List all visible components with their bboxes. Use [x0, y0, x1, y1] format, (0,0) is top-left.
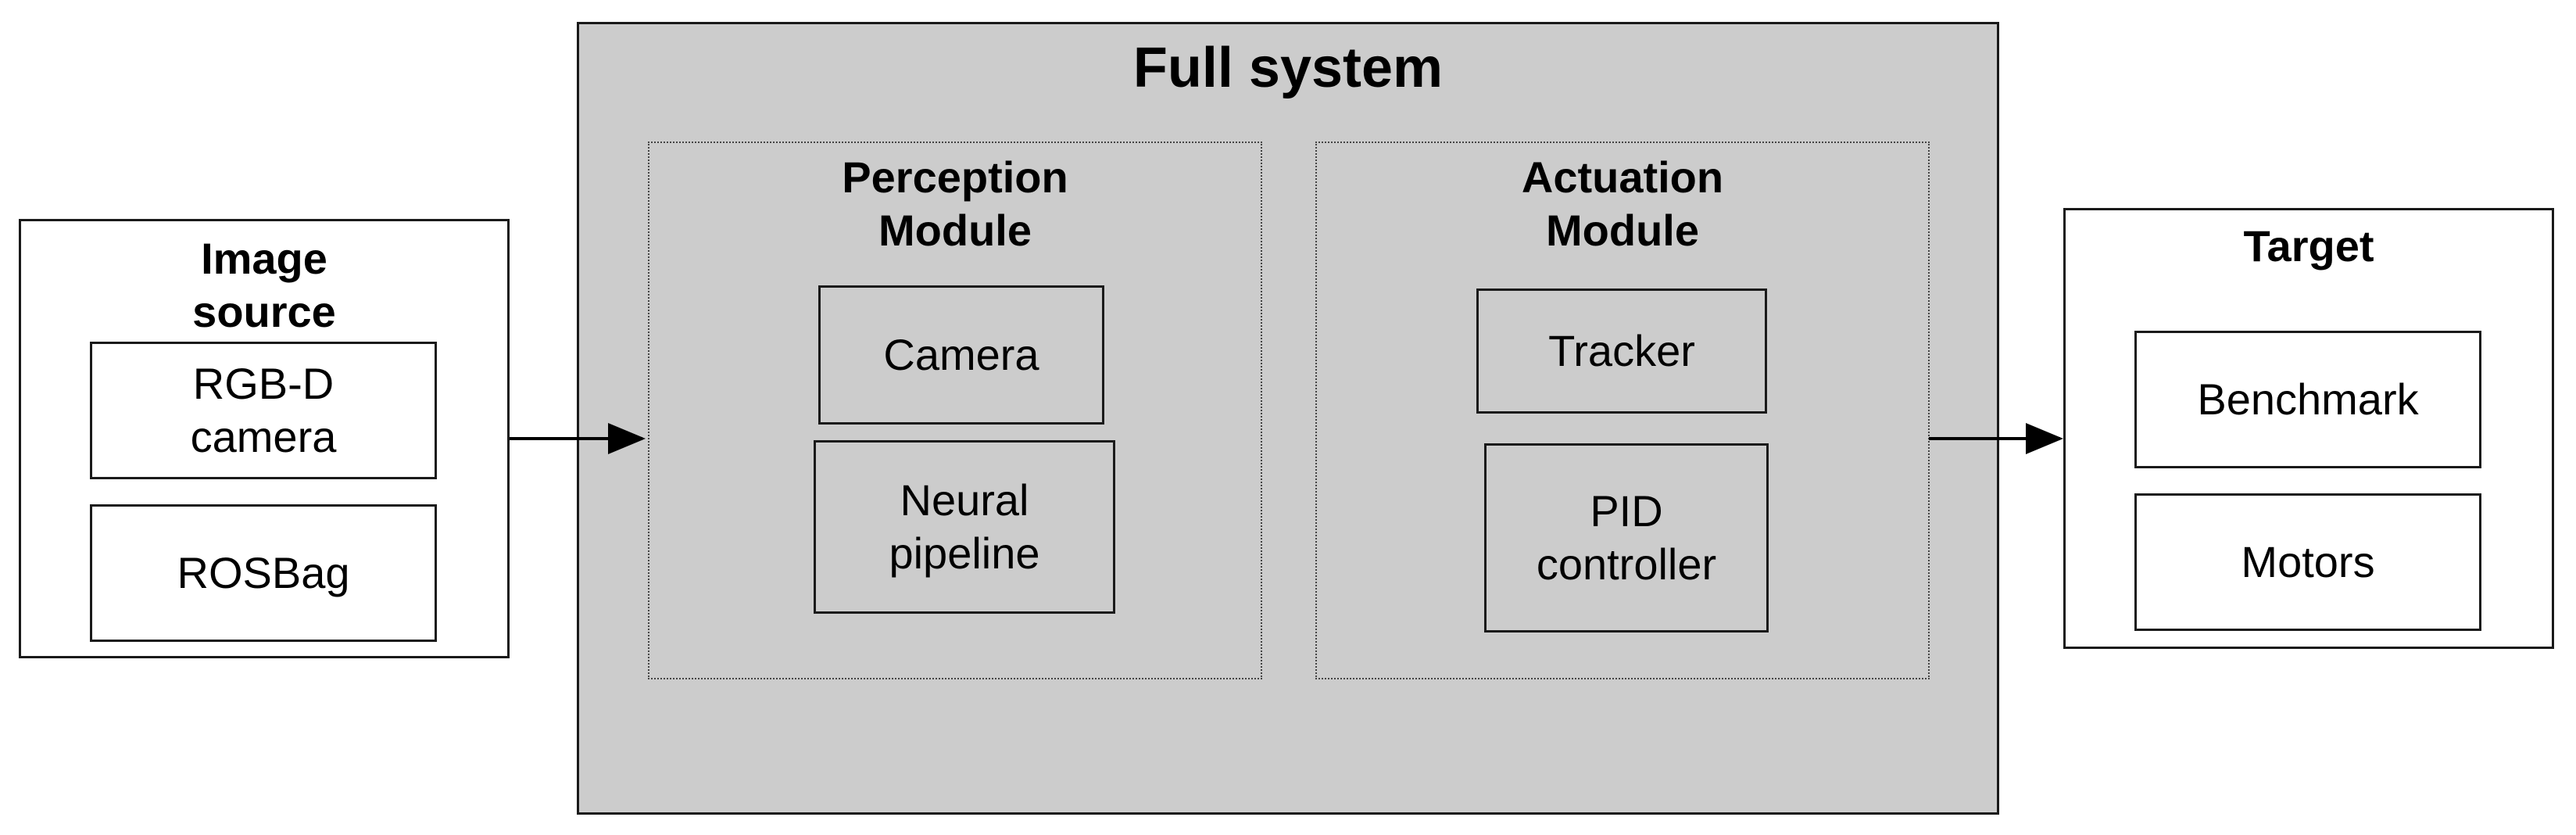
target-title: Target — [2243, 221, 2374, 271]
perception-module-box: Perception Module Camera Neural pipeline — [648, 142, 1262, 679]
neural-pipeline-node: Neural pipeline — [814, 440, 1115, 614]
image-source-box: Image source RGB-D camera ROSBag — [19, 219, 510, 658]
target-box: Target Benchmark Motors — [2063, 208, 2554, 649]
motors-node: Motors — [2134, 493, 2481, 631]
full-system-box: Full system Perception Module Camera Neu… — [577, 22, 1999, 815]
actuation-module-title: Actuation Module — [1521, 152, 1724, 255]
tracker-node: Tracker — [1476, 288, 1767, 414]
full-system-title: Full system — [1132, 37, 1444, 99]
perception-module-title: Perception Module — [842, 152, 1068, 255]
rosbag-node: ROSBag — [90, 504, 437, 642]
pid-controller-node: PID controller — [1484, 443, 1769, 633]
camera-node: Camera — [818, 285, 1104, 425]
image-source-title: Image source — [192, 234, 336, 336]
actuation-module-box: Actuation Module Tracker PID controller — [1315, 142, 1930, 679]
rgbd-camera-node: RGB-D camera — [90, 342, 437, 479]
benchmark-node: Benchmark — [2134, 331, 2481, 468]
